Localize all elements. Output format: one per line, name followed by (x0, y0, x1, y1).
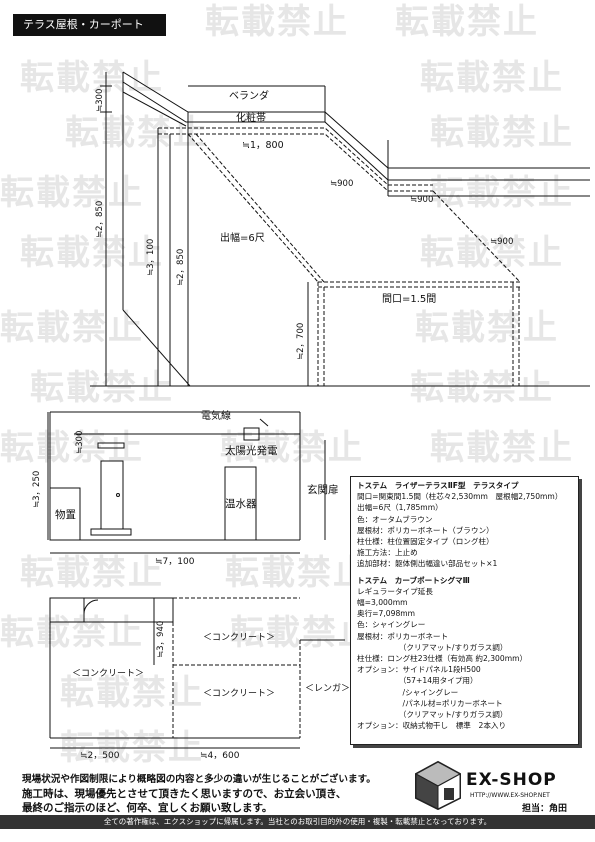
notice-line: 最終のご指示のほど、何卒、宜しくお願い致します。 (22, 802, 273, 814)
spec-line: オプション：サイドパネル1段H500 (357, 665, 481, 675)
logo-url: HTTP://WWW.EX-SHOP.NET (470, 792, 550, 799)
brick-label: ＜レンガ＞ (305, 683, 350, 694)
terrace-roof-back-2 (158, 133, 433, 192)
concrete-label-2: ＜コンクリート＞ (72, 668, 144, 679)
fascia-label: 化粧帯 (236, 111, 266, 124)
spec-line: 屋根材：ポリカーボネート（ブラウン） (357, 525, 494, 535)
spec-line: トステム カーブポートシグマⅢ (357, 575, 470, 585)
dim-2500: ≒2，500 (80, 751, 120, 761)
water-heater-box (224, 466, 257, 541)
electric-line-label: 電気線 (201, 409, 231, 422)
right-step-line-1 (324, 111, 590, 169)
spec-line: 色：シャイングレー (357, 620, 426, 630)
spec-line: 幅=3,000mm (357, 598, 408, 608)
solar-box (243, 427, 260, 441)
dim-2850-left: ≒2，850 (95, 201, 105, 238)
spec-line: （クリアマット/すりガラス調） (357, 710, 508, 720)
footer-copyright: 全ての著作権は、エクスショップに帰属します。当社とのお取引目的外の使用・複製・転… (0, 815, 595, 829)
terrace-roof-slope (187, 133, 319, 283)
exshop-logo-icon (414, 760, 462, 810)
notice-line: 現場状況や作図制限により概略図の内容と多少の違いが生じることがございます。 (22, 774, 376, 785)
house-block (49, 597, 174, 623)
spec-line: （クリアマット/すりガラス調） (357, 642, 508, 652)
staff-label: 担当：角田 (522, 804, 568, 814)
depth-label: 出幅=6尺 (220, 231, 265, 244)
dim-900-c: ≒900 (490, 237, 513, 247)
site-plan-drawing (49, 597, 345, 749)
dim-300-front: ≒300 (75, 431, 85, 454)
carport-roof-slope (432, 190, 521, 283)
spec-line: 追加部材：躯体側出幅違い部品セット×1 (357, 559, 498, 569)
page-title: テラス屋根・カーポート (13, 14, 166, 36)
spec-line: 出幅=6尺（1,785mm） (357, 503, 443, 513)
spec-line: 奥行=7,098mm (357, 609, 416, 619)
spec-line: 施工方法：上止め (357, 548, 418, 558)
notice-line: 施工時は、現場優先とさせて頂きたく思いますので、お立会い頂き、 (22, 788, 347, 800)
electric-arrow (259, 418, 269, 427)
front-view-drawing (47, 411, 326, 554)
terrace-roof-back (158, 127, 433, 186)
dim-300: ≒300 (95, 89, 105, 112)
entrance-door-label: 玄関扉 (307, 483, 339, 496)
right-step-line-2 (324, 121, 590, 181)
dim-1800: ≒1，800 (242, 140, 284, 151)
water-heater-label: 温水器 (225, 498, 257, 510)
dim-3940: ≒3，940 (156, 621, 166, 658)
dim-900-a: ≒900 (330, 179, 353, 189)
door-step (90, 528, 132, 536)
spec-line: レギュラータイプ延長 (357, 586, 433, 596)
width-label: 間口=1.5間 (382, 293, 436, 305)
dim-3100: ≒3，100 (146, 239, 156, 276)
spec-line: （57+14用タイプ用） (357, 676, 478, 686)
spec-line: 屋根材：ポリカーボネート (357, 631, 449, 641)
dim-4600: ≒4，600 (200, 751, 240, 761)
spec-line: 間口=関東間1.5間（柱芯々2,530mm 屋根幅2,750mm） (357, 492, 563, 502)
spec-line: /パネル材=ポリカーボネート (357, 698, 503, 708)
spec-line: トステム ライザーテラスⅡF型 テラスタイプ (357, 481, 519, 490)
storage-label: 物置 (55, 508, 76, 521)
dim-2700: ≒2，700 (296, 323, 306, 360)
door-swing (83, 599, 99, 615)
door-knob (116, 493, 120, 497)
spec-line: オプション：収納式物干し 標準 2本入り (357, 721, 507, 731)
spec-box: トステム ライザーテラスⅡF型 テラスタイプ 間口=関東間1.5間（柱芯々2,5… (350, 476, 579, 745)
dim-3250: ≒3，250 (32, 471, 42, 508)
roof-line-3 (122, 91, 187, 127)
roof-top-line (122, 71, 325, 113)
terrace-roof-slope-2 (195, 133, 325, 283)
left-wall-diagonal (122, 309, 191, 387)
spec-line: 柱仕様：ロング柱23仕様（有効高 約2,300mm） (357, 654, 528, 664)
dim-900-b: ≒900 (410, 195, 433, 205)
roof-line-2 (122, 81, 325, 123)
spec-line: 色：オータムブラウン (357, 514, 433, 524)
elevation-drawing (90, 71, 590, 387)
logo-name: EX-SHOP (466, 770, 557, 790)
concrete-label-1: ＜コンクリート＞ (203, 632, 275, 643)
veranda-label: ベランダ (229, 89, 269, 102)
solar-label: 太陽光発電 (225, 444, 278, 457)
window-element (97, 442, 125, 449)
spec-line: 柱仕様：柱位置固定タイプ（ロング柱） (357, 537, 494, 547)
spec-line: /シャイングレー (357, 687, 459, 697)
concrete-label-3: ＜コンクリート＞ (203, 688, 275, 699)
dim-7100: ≒7，100 (155, 557, 195, 567)
notice-text: 現場状況や作図制限により概略図の内容と多少の違いが生じることがございます。 施工… (22, 773, 402, 815)
storage-box (49, 487, 81, 541)
dim-2850: ≒2，850 (176, 249, 186, 286)
